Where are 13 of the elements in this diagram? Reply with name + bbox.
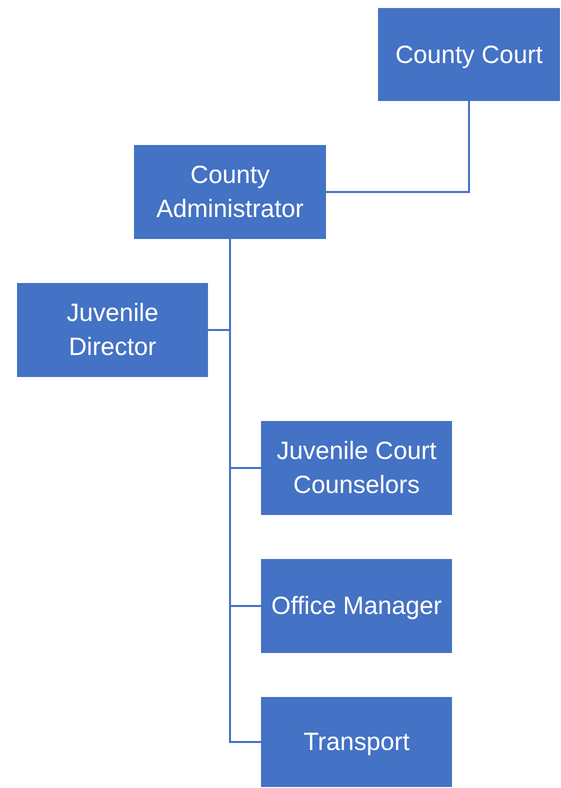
- box-label: Juvenile Court Counselors: [276, 436, 438, 501]
- box-label: Transport: [302, 727, 411, 758]
- box-label: Juvenile Director: [66, 298, 160, 363]
- org-box: [261, 559, 452, 653]
- org-box: [134, 145, 326, 239]
- box-label: County Administrator: [155, 160, 305, 225]
- org-box: [17, 283, 208, 377]
- box-label: Office Manager: [270, 591, 443, 622]
- connector-line: [326, 101, 470, 193]
- org-box: [261, 697, 452, 787]
- org-box: [261, 421, 452, 515]
- org-box: [378, 8, 560, 101]
- box-label: County Court: [394, 40, 544, 70]
